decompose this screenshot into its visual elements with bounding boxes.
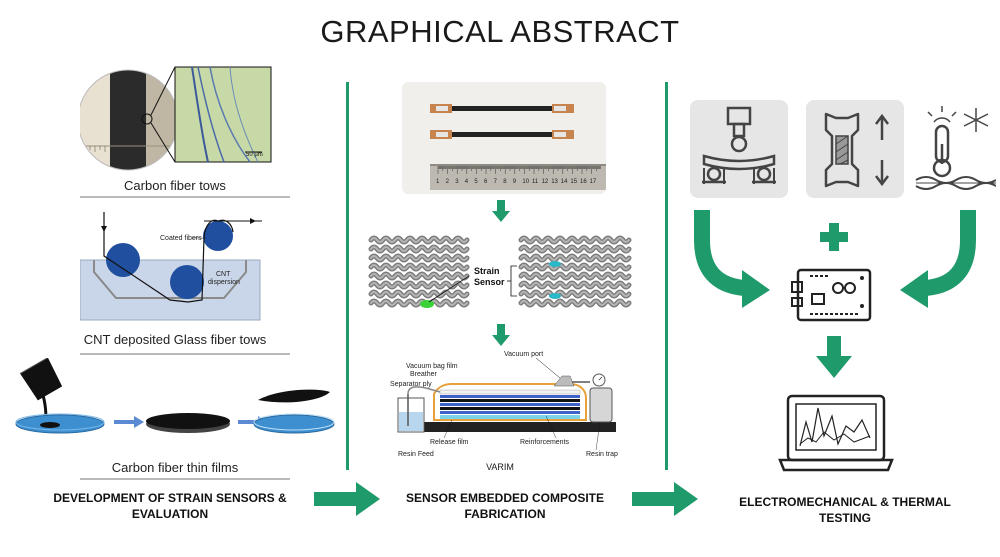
separator-ply-label: Separator ply <box>390 381 432 388</box>
flow-arrow-1 <box>314 482 380 516</box>
down-arrow-2 <box>492 324 510 346</box>
left-footer-line2: EVALUATION <box>131 507 209 521</box>
ruler-number: 3 <box>455 179 459 185</box>
ruler-number: 1 <box>436 179 440 185</box>
ruler-number: 11 <box>532 179 539 185</box>
ruler-number: 8 <box>503 179 507 185</box>
flow-arrow-2 <box>632 482 698 516</box>
cnt-glass-fiber-caption: CNT deposited Glass fiber tows <box>83 332 267 347</box>
divider-1 <box>80 196 290 198</box>
middle-footer: SENSOR EMBEDDED COMPOSITE FABRICATION <box>370 490 640 522</box>
middle-footer-line1: SENSOR EMBEDDED COMPOSITE <box>405 491 605 505</box>
thin-films-caption: Carbon fiber thin films <box>111 460 239 475</box>
sensor-label: Sensor <box>474 277 505 287</box>
vacuum-bag-film-label: Vacuum bag film <box>406 363 458 370</box>
thermal-testing-icon <box>915 106 996 190</box>
ruler-number: 12 <box>542 179 549 185</box>
coated-fibers-label: Coated fibers <box>160 235 202 242</box>
strain-label: Strain <box>474 266 500 276</box>
plus-icon <box>820 223 848 251</box>
divider-2 <box>80 353 290 355</box>
page-title: GRAPHICAL ABSTRACT <box>320 14 680 49</box>
scale-bar-label: 50 μm <box>246 152 263 158</box>
resin-trap-label: Resin trap <box>586 451 618 458</box>
cnt-deposition-diagram: Coated fibers CNT dispersion <box>80 212 262 321</box>
cnt-label: CNT <box>216 271 231 278</box>
ruler-number: 9 <box>513 179 517 185</box>
ruler-number: 4 <box>465 179 469 185</box>
ruler-number: 10 <box>522 179 529 185</box>
three-point-bending-icon <box>702 106 776 184</box>
release-film-label: Release film <box>430 439 469 446</box>
ruler-number: 6 <box>484 179 488 185</box>
divider-3 <box>80 478 290 480</box>
ruler-number: 2 <box>446 179 450 185</box>
left-footer-line1: DEVELOPMENT OF STRAIN SENSORS & <box>53 491 287 505</box>
right-footer-line2: TESTING <box>818 511 871 525</box>
carbon-fiber-micrograph <box>80 66 272 171</box>
ruler-number: 14 <box>561 179 568 185</box>
circuit-board-icon <box>791 268 872 322</box>
test-flow-arrows <box>694 210 976 308</box>
ruler-number: 15 <box>570 179 577 185</box>
down-arrow-1 <box>492 200 510 222</box>
tension-test-panel <box>806 100 904 198</box>
breather-label: Breather <box>410 371 438 378</box>
reinforcements-label: Reinforcements <box>520 439 570 446</box>
down-arrow-3 <box>816 336 852 378</box>
vacuum-port-label: Vacuum port <box>504 351 543 358</box>
ruler-number: 7 <box>494 179 498 185</box>
column-divider-left <box>346 82 349 470</box>
laptop-chart-icon <box>778 394 894 472</box>
left-footer: DEVELOPMENT OF STRAIN SENSORS & EVALUATI… <box>30 490 310 522</box>
varim-schematic: Vacuum bag film Breather Separator ply V… <box>390 351 618 458</box>
woven-composite-illustration: Strain Sensor <box>368 235 632 308</box>
middle-footer-line2: FABRICATION <box>464 507 546 521</box>
resin-feed-label: Resin Feed <box>398 451 434 458</box>
dispersion-label: dispersion <box>208 279 240 286</box>
ruler-number: 16 <box>580 179 587 185</box>
column-divider-right <box>665 82 668 470</box>
thin-film-process <box>15 358 335 434</box>
right-footer: ELECTROMECHANICAL & THERMAL TESTING <box>700 494 990 526</box>
varim-caption: VARIM <box>486 462 514 472</box>
carbon-fiber-tows-caption: Carbon fiber tows <box>124 178 226 193</box>
bending-test-panel <box>690 100 788 198</box>
right-footer-line1: ELECTROMECHANICAL & THERMAL <box>739 495 951 509</box>
ruler-number: 13 <box>551 179 558 185</box>
ruler-number: 5 <box>474 179 478 185</box>
tension-compression-icon <box>824 112 889 188</box>
ruler-number: 17 <box>590 179 597 185</box>
